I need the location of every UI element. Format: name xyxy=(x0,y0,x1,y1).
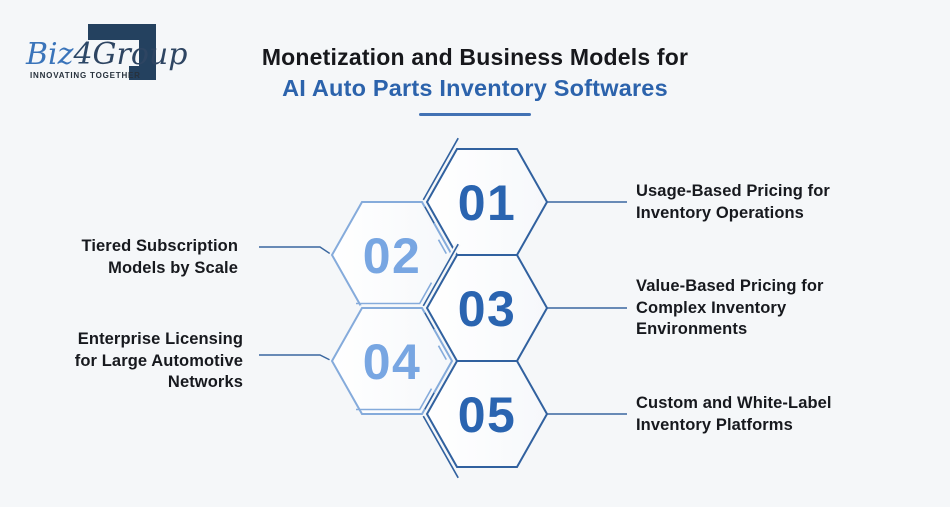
step-label-04: Enterprise Licensing for Large Automotiv… xyxy=(74,330,243,391)
hexagon-03-accent-edge xyxy=(422,243,459,307)
title-line2: AI Auto Parts Inventory Softwares xyxy=(282,75,668,101)
hexagon-01-number: 01 xyxy=(458,175,517,231)
hexagon-04-accent-bottom xyxy=(356,388,433,411)
logo-word-group: Group xyxy=(93,37,188,72)
hexagon-04-accent-point xyxy=(437,345,447,360)
hexagon-03-number: 03 xyxy=(458,281,517,337)
hexagon-01-accent-edge xyxy=(422,137,459,201)
hexagon-02-accent-point xyxy=(437,239,447,254)
logo-word-biz: Biz xyxy=(25,37,74,72)
step-label-05: Custom and White-Label Inventory Platfor… xyxy=(636,394,832,434)
hexagon-05-accent-edge xyxy=(422,415,459,479)
connector-02 xyxy=(259,246,333,256)
hexagon-05-accent-chevron xyxy=(424,392,435,410)
logo-word-4: 4 xyxy=(72,37,92,72)
hexagon-02-accent-bottom xyxy=(356,282,433,305)
step-label-02: Tiered Subscription Models by Scale xyxy=(81,237,238,277)
hexagon-02-number: 02 xyxy=(363,228,422,284)
hexagon-05-number: 05 xyxy=(458,387,517,443)
biz4group-logo: Biz4Group INNOVATING TOGETHER xyxy=(25,24,187,80)
page-title: Monetization and Business Models for AI … xyxy=(0,44,950,116)
hexagon-04-number: 04 xyxy=(363,334,422,390)
connector-04 xyxy=(259,354,333,362)
logo-bracket-icon xyxy=(88,24,156,80)
title-line1: Monetization and Business Models for xyxy=(261,44,689,70)
hexagon-05-shape xyxy=(425,360,549,468)
step-label-01: Usage-Based Pricing for Inventory Operat… xyxy=(636,182,830,222)
title-underline xyxy=(419,113,531,116)
hexagon-04-shape xyxy=(330,307,454,415)
logo-tagline: INNOVATING TOGETHER xyxy=(30,71,141,80)
step-label-03: Value-Based Pricing for Complex Inventor… xyxy=(636,277,824,338)
hexagon-01-accent-chevron xyxy=(424,206,435,224)
hexagon-03-accent-chevron xyxy=(424,312,435,330)
logo-wordmark: Biz4Group xyxy=(25,37,187,72)
